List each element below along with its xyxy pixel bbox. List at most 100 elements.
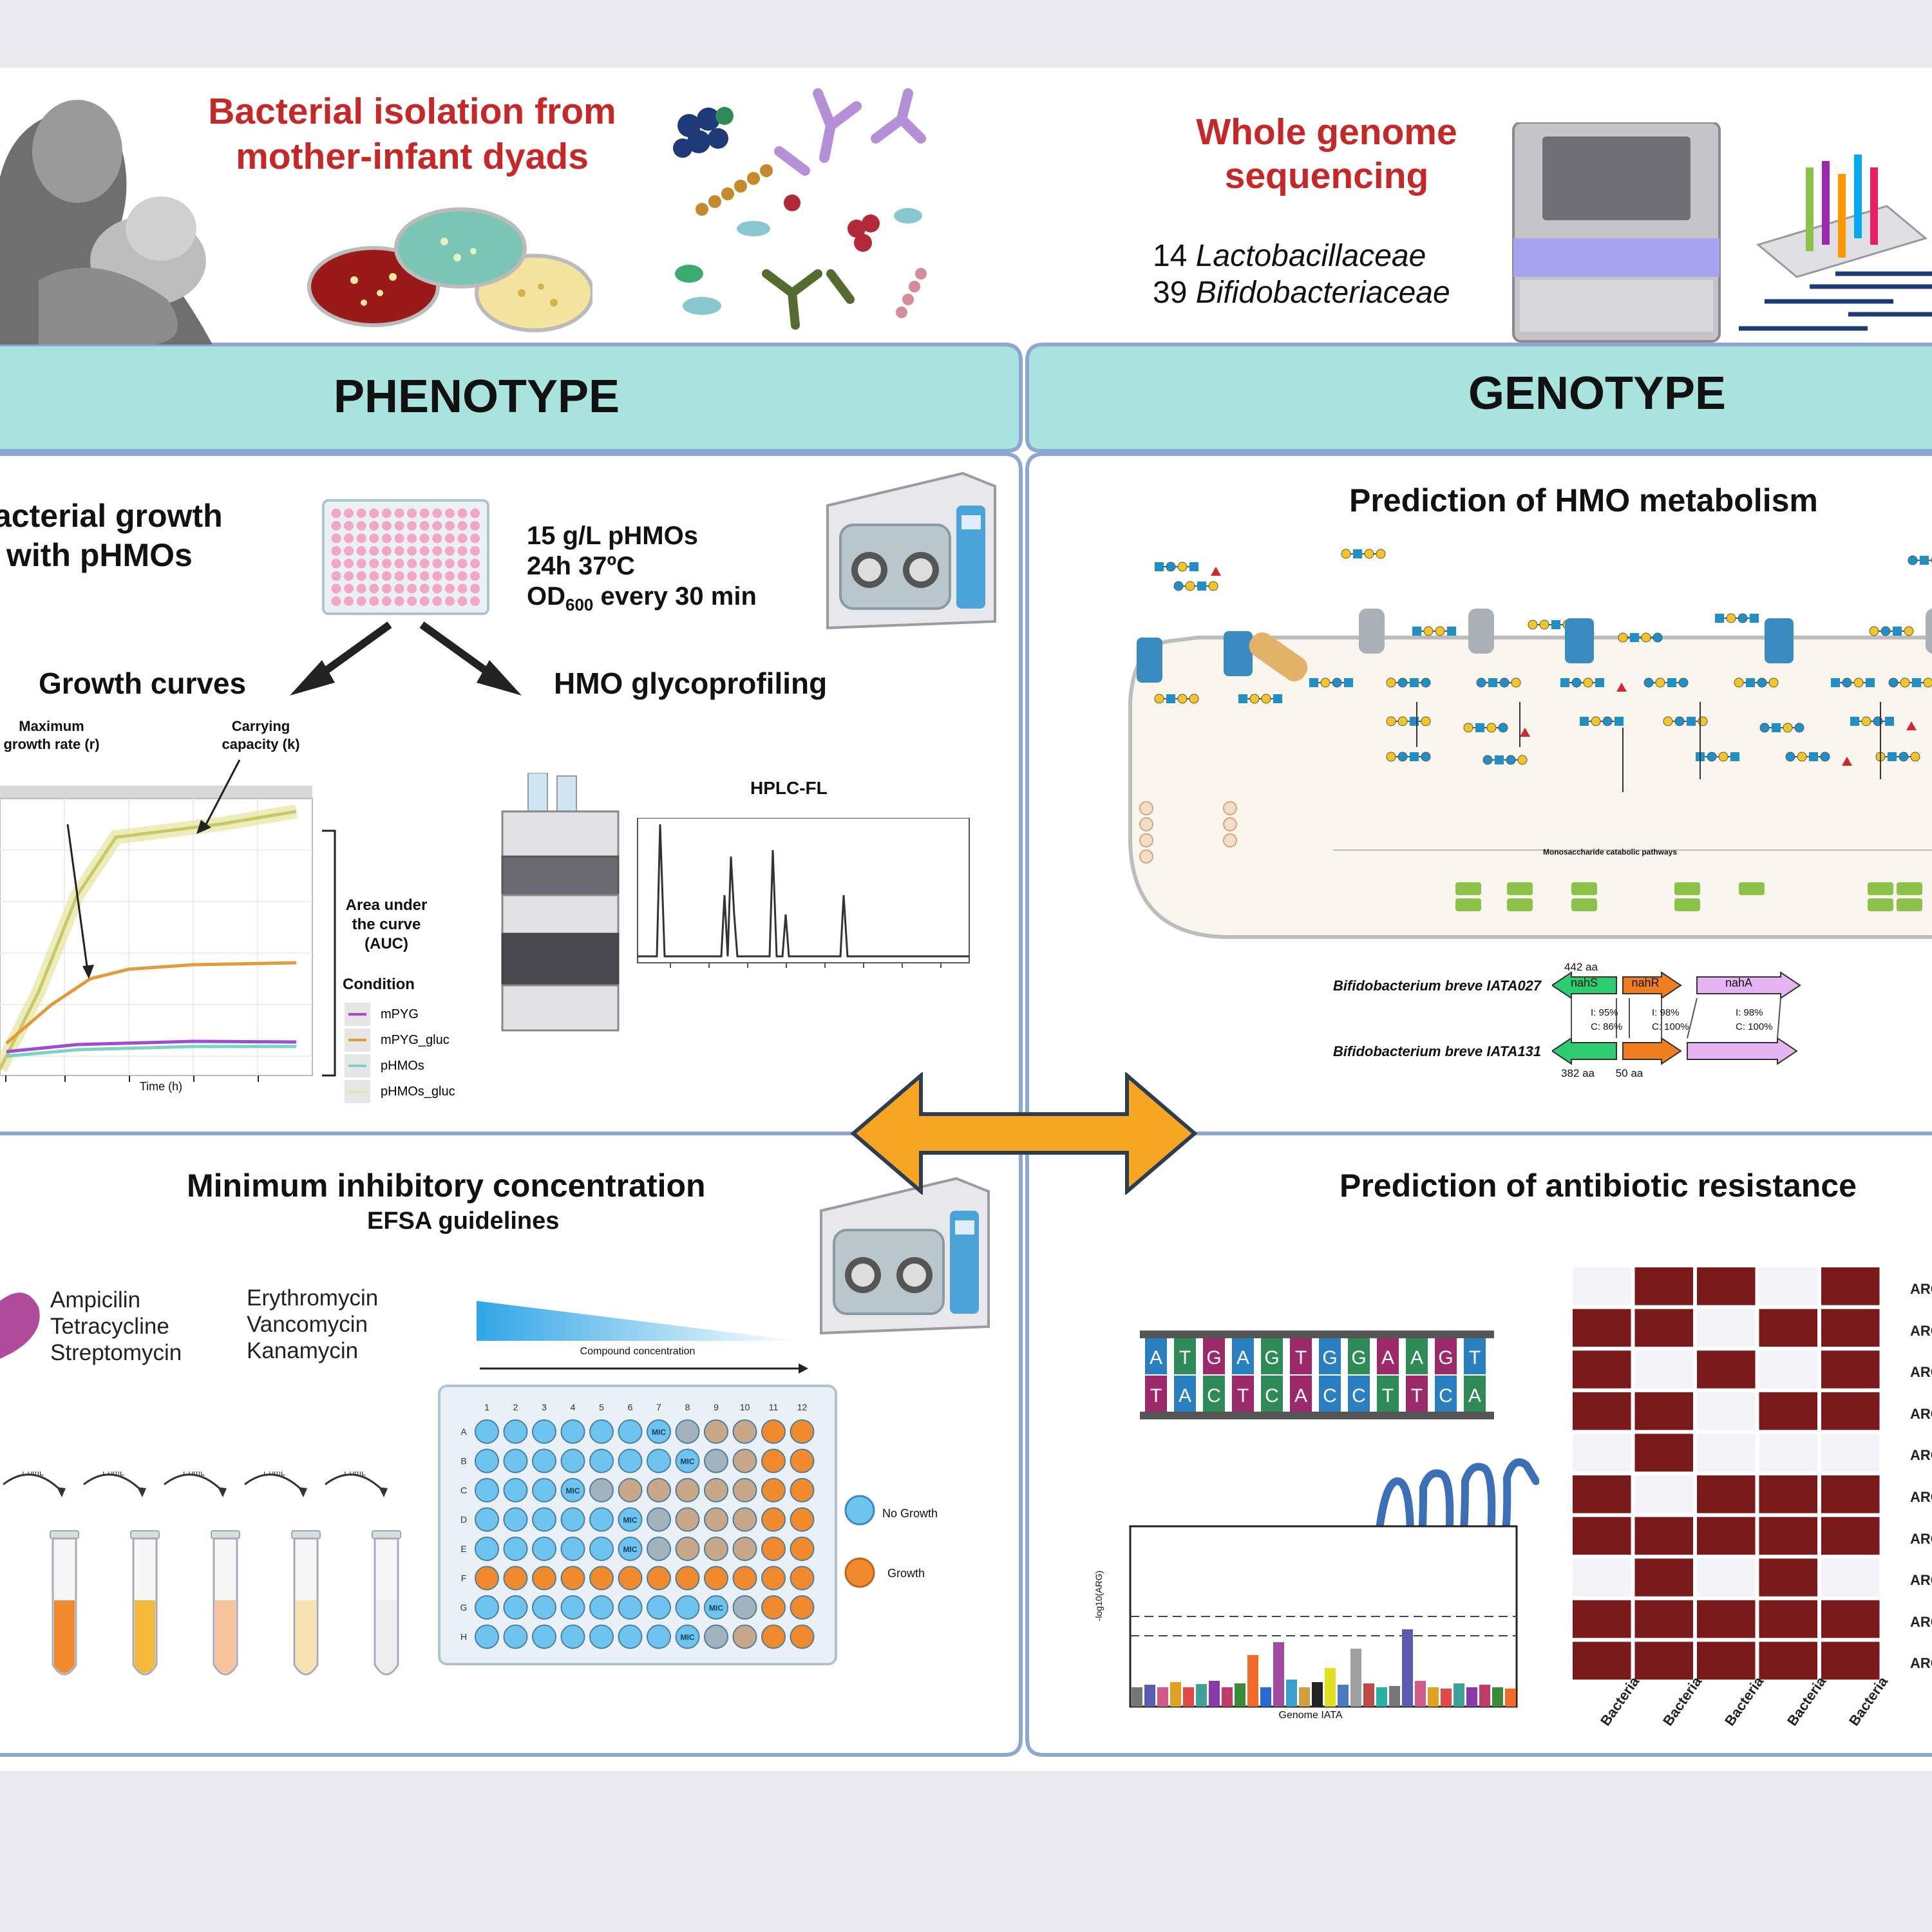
dna-base: C — [1207, 1385, 1221, 1406]
hplc-instrument-icon — [501, 773, 620, 1032]
manhattan-bar — [1209, 1681, 1220, 1707]
heatmap-cell — [1759, 1434, 1817, 1472]
wgs-title-line1: Whole genome — [1196, 111, 1457, 153]
isolation-title-line2: mother-infant dyads — [236, 136, 589, 177]
manhattan-bar — [1505, 1689, 1516, 1707]
mic-well-label: MIC — [623, 1545, 638, 1554]
plate-well — [647, 1419, 671, 1444]
heatmap-cell — [1634, 1558, 1693, 1596]
plate-well — [704, 1419, 728, 1444]
heatmap-cell — [1821, 1558, 1880, 1596]
manhattan-bar — [1441, 1689, 1452, 1707]
plate-well — [560, 1478, 585, 1502]
heatmap-cell — [1634, 1475, 1693, 1513]
growth-xlabel: Time (h) — [139, 1080, 183, 1093]
plate-well — [790, 1537, 815, 1561]
manhattan-bar — [1479, 1685, 1490, 1707]
growth-title-line1: acterial growth — [0, 498, 223, 534]
plate-well — [732, 1448, 757, 1473]
sequencing-reads-icon — [1739, 155, 1932, 331]
plate-well — [532, 1448, 556, 1473]
dna-base: G — [1351, 1347, 1366, 1368]
plate-column-number: 5 — [599, 1402, 604, 1412]
heatmap-cell — [1821, 1434, 1880, 1472]
manhattan-bar — [1222, 1687, 1233, 1707]
anaerobic-incubator-icon-2 — [820, 1177, 990, 1335]
mother-infant-illustration — [0, 100, 213, 345]
heatmap-cell — [1759, 1600, 1817, 1638]
plate-well — [475, 1478, 499, 1502]
mic-subtitle: EFSA guidelines — [367, 1208, 560, 1235]
manhattan-bar — [1402, 1629, 1413, 1707]
plate-well — [704, 1537, 728, 1561]
plate-well — [675, 1507, 700, 1532]
plate-well — [704, 1507, 728, 1532]
legend-no-growth: No Growth — [882, 1507, 938, 1520]
dna-base: T — [1411, 1385, 1423, 1406]
manhattan-bar — [1132, 1687, 1142, 1707]
dilution-volume-label: 1.0mL — [343, 1472, 366, 1477]
plate-well — [589, 1624, 614, 1649]
gene-1b-length: 382 aa — [1561, 1067, 1595, 1079]
plate-well — [790, 1566, 815, 1591]
branch-arrows — [290, 621, 522, 696]
plate-well — [647, 1478, 671, 1502]
plate-column-number: 9 — [714, 1402, 719, 1412]
genotype-header-bar — [1025, 343, 1932, 453]
plate-well — [532, 1566, 556, 1591]
heatmap-cell — [1697, 1600, 1756, 1638]
plate-well — [503, 1507, 528, 1532]
heatmap-cell — [1573, 1475, 1631, 1513]
manhattan-bar — [1363, 1683, 1374, 1707]
plate-well — [503, 1624, 528, 1649]
condition-legend-title: Condition — [343, 976, 415, 993]
manhattan-bar — [1338, 1685, 1349, 1707]
heatmap-cell — [1634, 1434, 1693, 1472]
plate-row-letter: G — [460, 1602, 468, 1613]
dna-base: A — [1236, 1347, 1249, 1368]
heatmap-row-label: ARG — [1910, 1322, 1932, 1339]
plate-well — [503, 1419, 528, 1444]
manhattan-bar — [1170, 1682, 1181, 1707]
auc-label-2: the curve — [352, 916, 421, 933]
plate-well — [589, 1448, 614, 1473]
antibiotic-name: Vancomycin — [247, 1312, 368, 1337]
dna-base: T — [1295, 1347, 1307, 1368]
plate-well — [761, 1624, 786, 1649]
plate-well — [732, 1507, 757, 1532]
antibiotic-name: Kanamycin — [247, 1338, 359, 1363]
plate-well — [761, 1507, 786, 1532]
plate-well — [647, 1537, 671, 1561]
manhattan-bar — [1454, 1683, 1464, 1707]
phenotype-header: PHENOTYPE — [333, 371, 620, 422]
growth-condition-3: OD600 every 30 min — [527, 582, 757, 614]
plate-well — [732, 1624, 757, 1649]
genotype-header: GENOTYPE — [1468, 368, 1727, 419]
heatmap-cell — [1697, 1475, 1756, 1513]
heatmap-cell — [1573, 1600, 1631, 1638]
plate-column-number: 3 — [542, 1402, 547, 1412]
heatmap-cell — [1821, 1350, 1880, 1388]
manhattan-bar — [1415, 1681, 1426, 1707]
heatmap-row-label: ARG — [1910, 1281, 1932, 1297]
plate-column-number: 11 — [769, 1402, 779, 1412]
heatmap-cell — [1573, 1642, 1631, 1680]
growth-condition-2: 24h 37ºC — [527, 552, 636, 580]
plate-well — [503, 1448, 528, 1473]
plate-well — [732, 1595, 757, 1620]
legend-item: pHMOs — [345, 1053, 455, 1079]
plate-well — [675, 1624, 700, 1649]
plate-well — [675, 1537, 700, 1561]
dna-base: G — [1438, 1347, 1453, 1368]
plate-row-letter: F — [461, 1573, 467, 1584]
plate-well — [589, 1478, 614, 1502]
plate-well — [790, 1507, 815, 1532]
plate-well — [704, 1566, 728, 1591]
heatmap-cell — [1759, 1267, 1817, 1305]
dilution-volume-label: 1.0mL — [21, 1472, 44, 1477]
phenotype-header-bar — [0, 343, 1023, 453]
plate-well — [732, 1419, 757, 1444]
plate-well — [761, 1537, 786, 1561]
heatmap-cell — [1759, 1517, 1817, 1555]
